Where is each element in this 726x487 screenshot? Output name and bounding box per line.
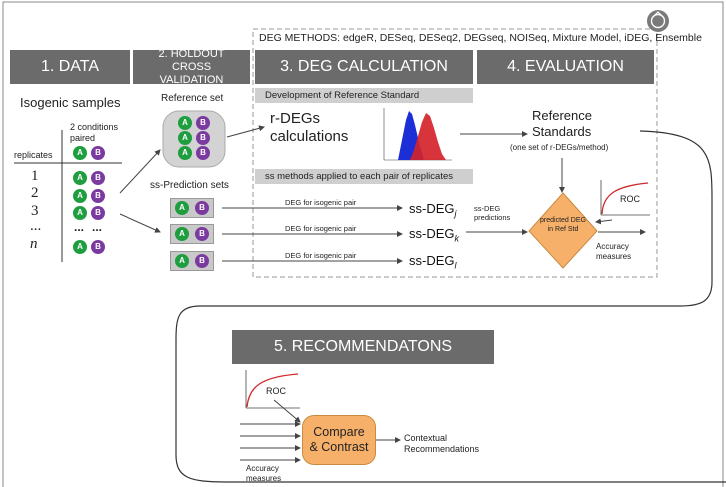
- ss-deg-l-label: ss-DEG: [409, 253, 455, 268]
- pred-a-3: A: [175, 254, 189, 268]
- header-holdout: 2. HOLDOUT CROSS VALIDATION: [133, 47, 250, 86]
- sample-a-1: A: [73, 171, 87, 185]
- arrow-to-reference: [119, 149, 161, 194]
- deg-pair-label-2: DEG for isogenic pair: [285, 224, 357, 233]
- replicate-row-n: n: [30, 236, 38, 252]
- sample-b-3: B: [91, 206, 105, 220]
- refstd-line1: Reference: [532, 108, 592, 123]
- ss-deg-k-label: ss-DEG: [409, 226, 455, 241]
- rdegs-line1: r-DEGs: [270, 110, 320, 127]
- header-deg-calc: 3. DEG CALCULATION: [255, 50, 473, 84]
- sample-a-n: A: [73, 240, 87, 254]
- predicted-deg-diamond: [528, 192, 598, 269]
- sample-dots-a: ...: [74, 220, 85, 234]
- ss-deg-k-sub: k: [454, 233, 460, 244]
- replicate-row-1: 1: [31, 168, 39, 184]
- reference-set-box: [162, 110, 226, 168]
- accuracy-label-eval: Accuracy measures: [596, 242, 632, 261]
- logo-icon: [647, 10, 669, 32]
- reference-standards-label: Reference Standards: [532, 108, 592, 140]
- ss-deg-l: ss-DEGl: [409, 253, 457, 271]
- sample-dots-b: ...: [92, 220, 103, 234]
- compare-label: Compare & Contrast: [309, 425, 369, 454]
- ref-a-3: A: [178, 146, 192, 160]
- ss-deg-j: ss-DEGj: [409, 201, 457, 219]
- replicate-row-dots: ...: [30, 218, 42, 234]
- pred-a-2: A: [175, 227, 189, 241]
- ref-b-2: B: [196, 131, 210, 145]
- deg-pair-label-1: DEG for isogenic pair: [285, 198, 357, 207]
- roc-plot-eval: [600, 180, 650, 216]
- pred-b-1: B: [195, 201, 209, 215]
- arrow-to-prediction: [119, 213, 161, 233]
- arrow-roc-compare: [273, 399, 301, 423]
- accuracy-label-recommend: Accuracy measures: [246, 464, 282, 483]
- conditions-label: 2 conditions paired: [70, 122, 119, 143]
- ref-b-1: B: [196, 116, 210, 130]
- cond-a-header: A: [73, 146, 87, 160]
- ss-deg-l-sub: l: [454, 260, 457, 271]
- ss-deg-j-sub: j: [454, 208, 457, 219]
- compare-box: Compare & Contrast: [302, 415, 376, 465]
- arrow-roc-diamond: [595, 218, 613, 225]
- distribution-histogram: [383, 108, 452, 161]
- roc-label-recommend: ROC: [266, 386, 286, 396]
- ref-a-2: A: [178, 131, 192, 145]
- sample-b-2: B: [91, 189, 105, 203]
- header-holdout-label: 2. HOLDOUT CROSS VALIDATION: [158, 47, 225, 86]
- ref-a-1: A: [178, 116, 192, 130]
- subheader-ref-std: Development of Reference Standard: [255, 88, 473, 103]
- diamond-text: predicted DEG in Ref Std: [540, 217, 586, 233]
- refstd-line2: Standards: [532, 124, 592, 139]
- header-recommend: 5. RECOMMENDATONS: [232, 330, 494, 364]
- cond-b-header: B: [91, 146, 105, 160]
- deg-methods-title: DEG METHODS: edgeR, DESeq, DESeq2, DEGse…: [259, 32, 702, 44]
- deg-pair-label-3: DEG for isogenic pair: [285, 251, 357, 260]
- replicate-row-2: 2: [31, 185, 39, 201]
- sample-a-2: A: [73, 189, 87, 203]
- rdegs-line2: calculations: [270, 128, 349, 145]
- roc-plot-recommend: [245, 370, 300, 409]
- ref-b-3: B: [196, 146, 210, 160]
- sample-b-1: B: [91, 171, 105, 185]
- replicate-row-3: 3: [31, 203, 39, 219]
- rdegs-label: r-DEGs calculations: [270, 110, 348, 146]
- reference-note: (one set of r-DEGs/method): [510, 143, 609, 152]
- header-data: 1. DATA: [10, 50, 130, 84]
- prediction-sets-label: ss-Prediction sets: [150, 180, 229, 191]
- arrow-to-rdegs: [226, 125, 265, 138]
- roc-label-eval: ROC: [620, 194, 640, 204]
- reference-set-label: Reference set: [161, 93, 224, 104]
- pred-b-2: B: [195, 227, 209, 241]
- ss-deg-k: ss-DEGk: [409, 226, 459, 244]
- ss-predictions-label: ss-DEG predictions: [474, 204, 511, 222]
- replicates-label: replicates: [14, 150, 53, 160]
- ss-deg-j-label: ss-DEG: [409, 201, 455, 216]
- contextual-label: Contextual Recommendations: [404, 433, 480, 454]
- deg-methods-panel: [252, 28, 658, 278]
- header-evaluation: 4. EVALUATION: [477, 50, 654, 84]
- sample-b-n: B: [91, 240, 105, 254]
- pred-b-3: B: [195, 254, 209, 268]
- flow-loop-line: [175, 130, 726, 483]
- isogenic-title: Isogenic samples: [20, 95, 121, 110]
- subheader-ss-methods: ss methods applied to each pair of repli…: [255, 169, 473, 184]
- pred-a-1: A: [175, 201, 189, 215]
- sample-a-3: A: [73, 206, 87, 220]
